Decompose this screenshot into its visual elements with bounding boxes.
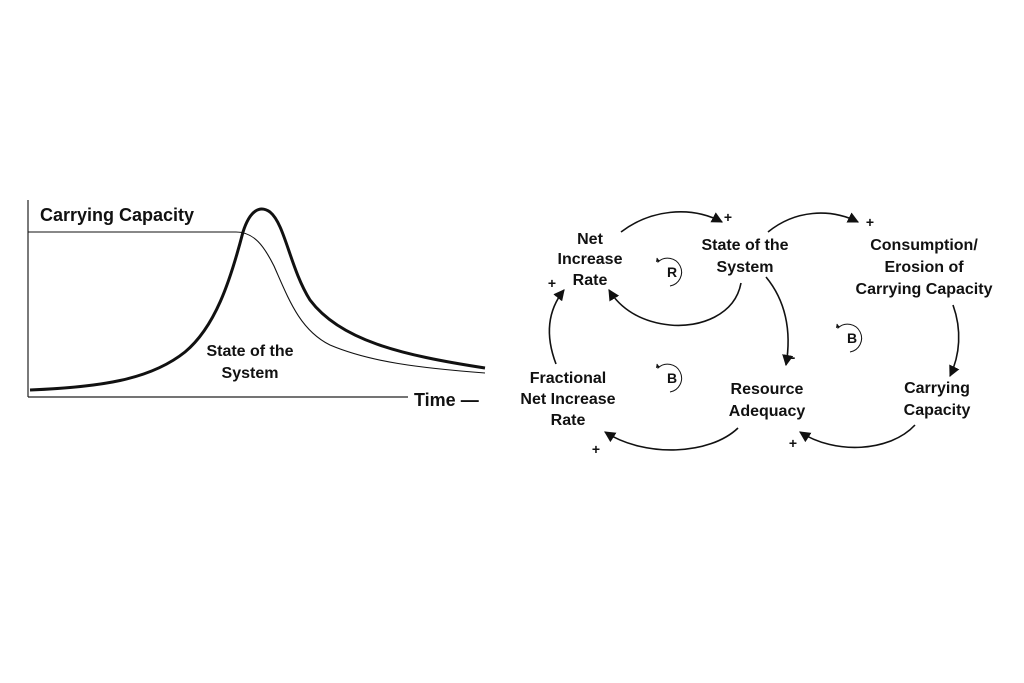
behavior-chart: Carrying Capacity State of the System Ti… [27, 200, 486, 410]
node-label: Adequacy [729, 403, 806, 420]
node-label: Net [577, 231, 603, 248]
node-label: Carrying [904, 380, 970, 397]
polarity-resource-to-fractional: + [592, 441, 600, 457]
node-label: Rate [573, 272, 608, 289]
svg-text:B: B [667, 370, 677, 386]
link-consumption-to-carrying [949, 304, 960, 378]
loop-reinforcing-marker: R [655, 257, 683, 287]
polarity-state-to-consumption: + [866, 214, 874, 230]
causal-loop-diagram: Net Increase Rate State of the System Co… [520, 209, 992, 457]
node-label: Consumption/ [870, 237, 978, 254]
polarity-state-to-resource: - [791, 349, 796, 365]
node-label: Carrying Capacity [856, 281, 993, 298]
loop-balancing-right-marker: B [835, 323, 863, 353]
loop-arrow-icon [835, 323, 863, 353]
loop-arrow-icon [655, 363, 683, 393]
polarity-fractional-to-net: + [548, 275, 556, 291]
polarity-carrying-to-resource: + [789, 435, 797, 451]
state-label-line2: System [222, 365, 279, 382]
node-label: Resource [731, 381, 804, 398]
link-fractional-to-net [548, 289, 565, 365]
node-label: State of the [701, 237, 788, 254]
link-net-to-state [620, 211, 723, 233]
node-label: Rate [551, 412, 586, 429]
svg-text:R: R [667, 264, 677, 280]
link-carrying-to-resource [799, 424, 916, 449]
loop-balancing-left-marker: B [655, 363, 683, 393]
carrying-capacity-label: Carrying Capacity [40, 205, 194, 225]
link-state-to-resource [765, 276, 794, 367]
time-axis-label: Time — [414, 390, 479, 410]
node-label: Net Increase [520, 391, 615, 408]
node-consumption-erosion: Consumption/ Erosion of Carrying Capacit… [856, 237, 993, 298]
polarity-net-to-state: + [724, 209, 732, 225]
node-net-increase-rate: Net Increase Rate [558, 231, 623, 289]
svg-text:B: B [847, 330, 857, 346]
link-state-to-consumption [767, 212, 860, 233]
node-label: System [717, 259, 774, 276]
link-resource-to-fractional [604, 427, 739, 451]
node-fractional-net-increase-rate: Fractional Net Increase Rate [520, 370, 615, 429]
node-label: Erosion of [884, 259, 964, 276]
carrying-capacity-curve [28, 231, 486, 374]
link-state-to-net [608, 282, 742, 327]
loop-arrow-icon [655, 257, 683, 287]
node-state-of-system: State of the System [701, 237, 788, 276]
state-of-system-curve [29, 207, 486, 392]
node-resource-adequacy: Resource Adequacy [729, 381, 806, 420]
node-label: Capacity [904, 402, 971, 419]
state-label-line1: State of the [206, 343, 293, 360]
node-label: Increase [558, 251, 623, 268]
node-label: Fractional [530, 370, 606, 387]
node-carrying-capacity: Carrying Capacity [904, 380, 971, 419]
